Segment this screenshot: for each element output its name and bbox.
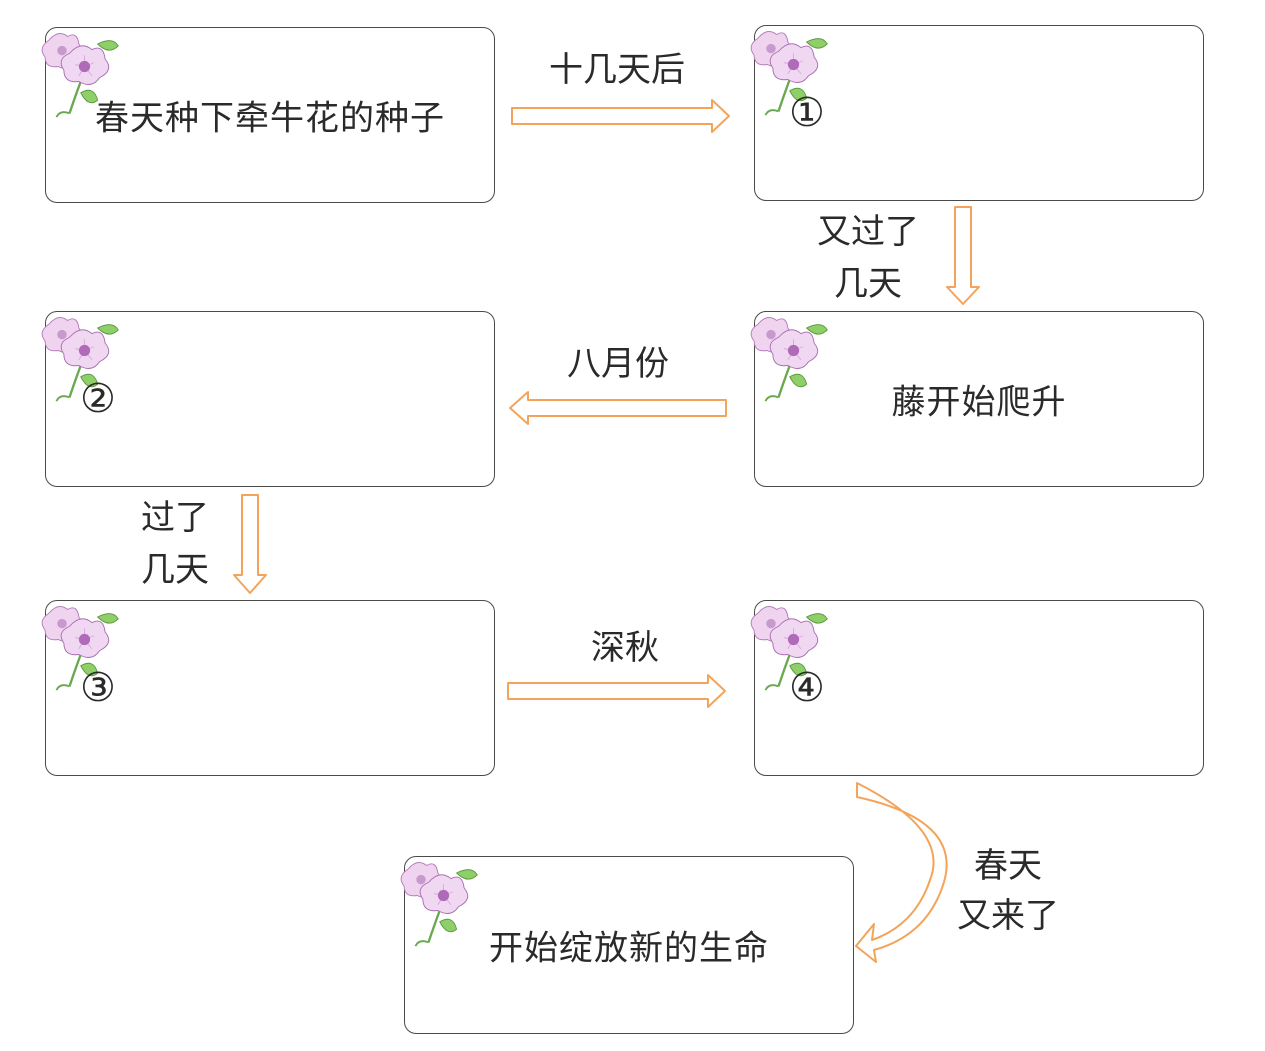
transition-label-1: 十几天后 [549, 50, 685, 90]
right-arrow-icon [511, 99, 730, 133]
step-3-number: ② [80, 376, 116, 422]
down-arrow-icon [946, 206, 980, 305]
step-box-6: ④ [749, 600, 1204, 776]
step-4-text: 藤开始爬升 [891, 382, 1067, 423]
step-box-3: ② [40, 311, 495, 487]
step-1-text: 春天种下牵牛花的种子 [95, 98, 445, 139]
step-box-7: 开始绽放新的生命 [399, 856, 854, 1034]
transition-label-4a: 过了 [141, 498, 209, 538]
curved-arrow-icon [855, 782, 948, 963]
left-arrow-icon [509, 391, 727, 425]
step-6-number: ④ [789, 665, 825, 711]
transition-label-4b: 几天 [141, 550, 209, 590]
transition-label-2a: 又过了 [817, 212, 919, 252]
step-box-4: 藤开始爬升 [749, 311, 1204, 487]
step-box-1: 春天种下牵牛花的种子 [40, 27, 495, 203]
step-box-2: ① [749, 25, 1204, 201]
down-arrow-icon [233, 494, 267, 594]
step-5-number: ③ [80, 665, 116, 711]
right-arrow-icon [507, 674, 726, 708]
step-2-number: ① [789, 90, 825, 136]
transition-label-2b: 几天 [834, 264, 902, 304]
transition-label-3: 八月份 [567, 344, 669, 384]
transition-label-5: 深秋 [591, 628, 659, 668]
step-box-5: ③ [40, 600, 495, 776]
transition-label-6a: 春天 [974, 846, 1042, 886]
transition-label-6b: 又来了 [957, 896, 1059, 936]
step-7-text: 开始绽放新的生命 [489, 928, 769, 969]
